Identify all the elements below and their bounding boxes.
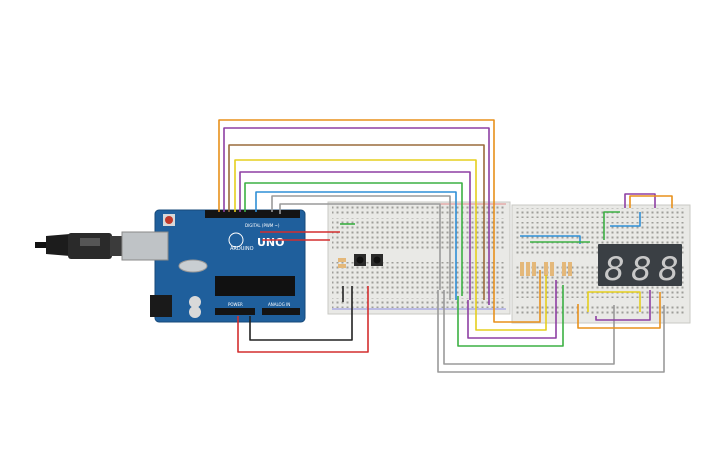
digit-3: 8	[658, 250, 678, 288]
wire-purple-disp-2	[595, 290, 651, 321]
digit-1: 8	[604, 250, 624, 288]
digital-label: DIGITAL (PWM ~)	[245, 223, 280, 228]
wire-purple-long	[467, 280, 557, 339]
wire-blue	[255, 191, 457, 300]
digital-header	[205, 210, 300, 218]
wire-orange-long	[493, 270, 541, 323]
push-button-2[interactable]	[371, 254, 383, 266]
arduino-logo-icon	[228, 232, 244, 248]
atmega-chip	[215, 276, 295, 296]
digit-2: 8	[631, 250, 651, 288]
power-label: POWER	[228, 302, 243, 307]
wire-green-disp	[603, 211, 620, 240]
board-brand: ARDUINO	[230, 246, 254, 252]
wire-green	[244, 182, 463, 296]
usb-cable	[35, 233, 122, 259]
arduino-board: ARDUINO UNO DIGITAL (PWM ~) POWER ANALOG…	[121, 209, 306, 323]
wire-purple	[223, 127, 490, 305]
wire-purple-disp	[624, 193, 656, 208]
resistor-group	[338, 258, 572, 276]
push-button-1[interactable]	[354, 254, 366, 266]
wire-red-power	[237, 286, 369, 353]
reset-button[interactable]	[165, 216, 173, 224]
wire-purple-2	[239, 171, 471, 300]
wire-yellow	[234, 159, 477, 296]
wire-gray-long	[437, 290, 665, 373]
board-model: UNO	[257, 236, 285, 249]
wire-orange-disp	[629, 195, 673, 208]
seven-segment-display: 8 8 8	[598, 244, 682, 288]
wire-green-long	[457, 285, 564, 347]
analog-label: ANALOG IN	[268, 302, 290, 307]
wire-gray-top	[279, 203, 441, 290]
wire-yellow-long	[475, 275, 547, 331]
wire-yellow-disp	[587, 291, 641, 312]
wire-black-gnd	[249, 286, 353, 341]
wire-brown	[228, 144, 485, 300]
wire-gray-long-2	[443, 290, 615, 365]
wires	[218, 119, 673, 373]
wire-blue-disp	[610, 212, 641, 227]
breadboard-1	[327, 201, 511, 315]
wire-gray	[271, 195, 451, 300]
wire-orange	[218, 119, 495, 300]
wire-orange-disp-2	[577, 292, 661, 329]
